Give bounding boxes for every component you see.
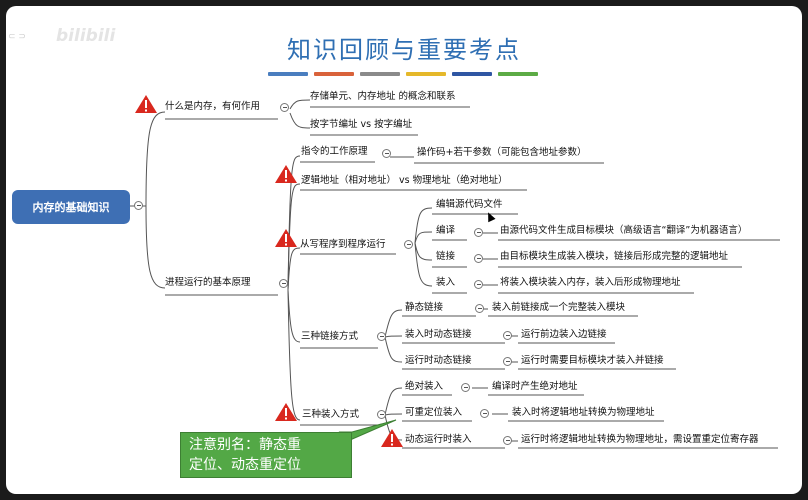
bilibili-logo: ⊂ ⊃ bilibili xyxy=(8,26,116,46)
collapse-button-link[interactable] xyxy=(474,254,483,263)
collapse-button-relocatable-load[interactable] xyxy=(480,409,489,418)
color-bar xyxy=(498,72,538,76)
node-instruction-detail[interactable]: 操作码+若干参数（可能包含地址参数） xyxy=(417,147,587,158)
collapse-button-loading[interactable] xyxy=(377,410,386,419)
node-storage-unit[interactable]: 存储单元、内存地址 的概念和联系 xyxy=(310,91,456,102)
collapse-button-root[interactable] xyxy=(134,201,143,210)
node-static-link[interactable]: 静态链接 xyxy=(405,302,444,313)
alias-callout: 注意别名：静态重 定位、动态重定位 xyxy=(180,432,352,478)
node-step-compile[interactable]: 编译 xyxy=(436,225,456,236)
node-load-time-link-detail[interactable]: 运行前边装入边链接 xyxy=(521,329,607,340)
node-three-linking[interactable]: 三种链接方式 xyxy=(301,331,359,342)
node-step-load-detail[interactable]: 将装入模块装入内存，装入后形成物理地址 xyxy=(500,277,681,288)
callout-line-1: 注意别名：静态重 xyxy=(189,437,301,453)
node-relocatable-load[interactable]: 可重定位装入 xyxy=(405,407,463,418)
collapse-button-compile[interactable] xyxy=(474,228,483,237)
collapse-button-dynamic-load[interactable] xyxy=(503,436,512,445)
node-logical-vs-physical[interactable]: 逻辑地址（相对地址） vs 物理地址（绝对地址） xyxy=(301,175,508,186)
node-run-time-link[interactable]: 运行时动态链接 xyxy=(405,355,472,366)
collapse-button-run-time-link[interactable] xyxy=(503,357,512,366)
node-run-time-link-detail[interactable]: 运行时需要目标模块才装入并链接 xyxy=(521,355,664,366)
node-dynamic-load-detail[interactable]: 运行时将逻辑地址转换为物理地址，需设置重定位寄存器 xyxy=(521,434,759,445)
svg-text:⊂ ⊃: ⊂ ⊃ xyxy=(8,32,26,42)
slide-background xyxy=(6,6,802,494)
node-relocatable-load-detail[interactable]: 装入时将逻辑地址转换为物理地址 xyxy=(512,407,655,418)
collapse-button-program[interactable] xyxy=(404,240,413,249)
node-step-load[interactable]: 装入 xyxy=(436,277,456,288)
color-bar xyxy=(452,72,492,76)
collapse-button-static-link[interactable] xyxy=(475,304,484,313)
node-process-principle[interactable]: 进程运行的基本原理 xyxy=(165,277,251,288)
warning-icon xyxy=(275,403,297,421)
warning-icon xyxy=(381,429,403,447)
node-three-loading[interactable]: 三种装入方式 xyxy=(302,409,360,420)
callout-line-2: 定位、动态重定位 xyxy=(189,457,301,473)
color-bar xyxy=(360,72,400,76)
node-what-is-memory[interactable]: 什么是内存，有何作用 xyxy=(165,101,261,112)
collapse-button-absolute-load[interactable] xyxy=(461,383,470,392)
node-addressing[interactable]: 按字节编址 vs 按字编址 xyxy=(310,119,413,130)
collapse-button-linking[interactable] xyxy=(377,332,386,341)
node-step-compile-detail[interactable]: 由源代码文件生成目标模块（高级语言“翻译”为机器语言） xyxy=(500,225,748,236)
node-step-edit[interactable]: 编辑源代码文件 xyxy=(436,199,503,210)
node-static-link-detail[interactable]: 装入前链接成一个完整装入模块 xyxy=(492,302,626,313)
warning-icon xyxy=(275,229,297,247)
collapse-button-instruction[interactable] xyxy=(382,149,391,158)
collapse-button-load[interactable] xyxy=(474,280,483,289)
collapse-button-branch2[interactable] xyxy=(279,279,288,288)
node-instruction-principle[interactable]: 指令的工作原理 xyxy=(301,146,368,157)
node-load-time-link[interactable]: 装入时动态链接 xyxy=(405,329,472,340)
node-absolute-load[interactable]: 绝对装入 xyxy=(405,381,444,392)
color-bar xyxy=(406,72,446,76)
page-title: 知识回顾与重要考点 xyxy=(287,36,521,64)
node-absolute-load-detail[interactable]: 编译时产生绝对地址 xyxy=(492,381,578,392)
color-bar xyxy=(314,72,354,76)
node-program-to-run[interactable]: 从写程序到程序运行 xyxy=(300,239,386,250)
warning-icon xyxy=(135,95,157,113)
root-node[interactable]: 内存的基础知识 xyxy=(12,190,130,224)
node-step-link-detail[interactable]: 由目标模块生成装入模块，链接后形成完整的逻辑地址 xyxy=(500,251,729,262)
svg-text:bilibili: bilibili xyxy=(56,26,116,46)
warning-icon xyxy=(275,165,297,183)
collapse-button-load-time-link[interactable] xyxy=(503,331,512,340)
node-dynamic-load[interactable]: 动态运行时装入 xyxy=(405,434,472,445)
color-bar xyxy=(268,72,308,76)
node-step-link[interactable]: 链接 xyxy=(436,251,456,262)
collapse-button-branch1[interactable] xyxy=(280,103,289,112)
